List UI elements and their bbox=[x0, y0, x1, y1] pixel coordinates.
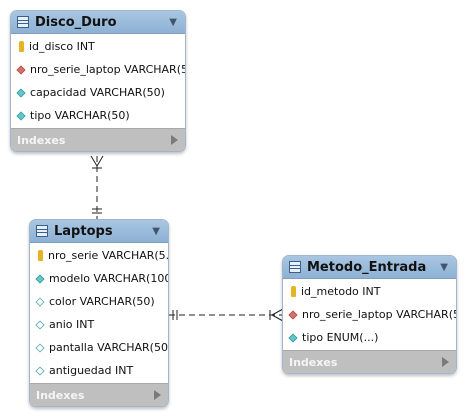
column-row[interactable]: tipo VARCHAR(50) bbox=[11, 104, 185, 127]
chevron-down-icon[interactable]: ▼ bbox=[152, 225, 160, 237]
triangle-right-icon[interactable] bbox=[154, 390, 161, 400]
table-title: Metodo_Entrada bbox=[307, 259, 427, 275]
column-list: nro_serie VARCHAR(5... modelo VARCHAR(10… bbox=[30, 243, 168, 383]
table-header[interactable]: Laptops ▼ bbox=[30, 220, 168, 243]
table-title: Laptops bbox=[54, 223, 113, 239]
column-label: tipo ENUM(...) bbox=[302, 331, 379, 344]
chevron-down-icon[interactable]: ▼ bbox=[169, 16, 177, 28]
key-icon bbox=[38, 250, 43, 261]
column-label: color VARCHAR(50) bbox=[49, 295, 155, 308]
column-label: id_disco INT bbox=[29, 40, 95, 53]
cyan-diamond-icon bbox=[288, 332, 298, 343]
red-diamond-icon bbox=[16, 64, 26, 75]
indexes-section[interactable]: Indexes bbox=[283, 350, 456, 373]
column-label: antiguedad INT bbox=[49, 364, 134, 377]
rel-disco-crowfoot-left bbox=[90, 155, 98, 167]
column-row[interactable]: nro_serie_laptop VARCHAR(5... bbox=[11, 58, 185, 81]
triangle-right-icon[interactable] bbox=[442, 357, 449, 367]
triangle-right-icon[interactable] bbox=[171, 135, 178, 145]
column-label: pantalla VARCHAR(50) bbox=[49, 341, 168, 354]
column-row[interactable]: nro_serie VARCHAR(5... bbox=[30, 244, 168, 267]
column-row[interactable]: pantalla VARCHAR(50) bbox=[30, 336, 168, 359]
table-title: Disco_Duro bbox=[35, 14, 117, 30]
chevron-down-icon[interactable]: ▼ bbox=[440, 261, 448, 273]
table-header[interactable]: Metodo_Entrada ▼ bbox=[283, 256, 456, 279]
rel-disco-crowfoot-right bbox=[96, 155, 104, 167]
column-label: nro_serie_laptop VARCHAR(5... bbox=[30, 63, 185, 76]
column-label: capacidad VARCHAR(50) bbox=[30, 86, 165, 99]
hollow-diamond-icon bbox=[35, 365, 45, 376]
red-diamond-icon bbox=[288, 309, 298, 320]
column-label: anio INT bbox=[49, 318, 95, 331]
column-row[interactable]: color VARCHAR(50) bbox=[30, 290, 168, 313]
column-row[interactable]: id_disco INT bbox=[11, 35, 185, 58]
indexes-section[interactable]: Indexes bbox=[11, 128, 185, 151]
table-disco-duro[interactable]: Disco_Duro ▼ id_disco INT nro_serie_lapt… bbox=[10, 10, 186, 152]
column-label: id_metodo INT bbox=[301, 285, 381, 298]
column-label: modelo VARCHAR(100) bbox=[49, 272, 168, 285]
cyan-diamond-icon bbox=[16, 110, 26, 121]
column-list: id_metodo INT nro_serie_laptop VARCHAR(5… bbox=[283, 279, 456, 350]
table-laptops[interactable]: Laptops ▼ nro_serie VARCHAR(5... modelo … bbox=[29, 219, 169, 407]
column-row[interactable]: modelo VARCHAR(100) bbox=[30, 267, 168, 290]
table-header[interactable]: Disco_Duro ▼ bbox=[11, 11, 185, 34]
key-icon bbox=[19, 41, 24, 52]
column-list: id_disco INT nro_serie_laptop VARCHAR(5.… bbox=[11, 34, 185, 128]
rel-metodo-crowfoot-top bbox=[271, 308, 284, 316]
column-label: nro_serie_laptop VARCHAR(5... bbox=[302, 308, 456, 321]
column-label: tipo VARCHAR(50) bbox=[30, 109, 130, 122]
hollow-diamond-icon bbox=[35, 342, 45, 353]
hollow-diamond-icon bbox=[35, 296, 45, 307]
cyan-diamond-icon bbox=[35, 273, 45, 284]
column-row[interactable]: capacidad VARCHAR(50) bbox=[11, 81, 185, 104]
column-label: nro_serie VARCHAR(5... bbox=[48, 249, 168, 262]
table-icon bbox=[17, 16, 29, 28]
hollow-diamond-icon bbox=[35, 319, 45, 330]
rel-metodo-crowfoot-bottom bbox=[271, 314, 284, 322]
column-row[interactable]: id_metodo INT bbox=[283, 280, 456, 303]
table-metodo-entrada[interactable]: Metodo_Entrada ▼ id_metodo INT nro_serie… bbox=[282, 255, 457, 374]
column-row[interactable]: tipo ENUM(...) bbox=[283, 326, 456, 349]
table-icon bbox=[289, 261, 301, 273]
indexes-section[interactable]: Indexes bbox=[30, 383, 168, 406]
indexes-label: Indexes bbox=[289, 355, 338, 369]
column-row[interactable]: antiguedad INT bbox=[30, 359, 168, 382]
indexes-label: Indexes bbox=[36, 388, 85, 402]
cyan-diamond-icon bbox=[16, 87, 26, 98]
indexes-label: Indexes bbox=[17, 133, 66, 147]
column-row[interactable]: nro_serie_laptop VARCHAR(5... bbox=[283, 303, 456, 326]
table-icon bbox=[36, 225, 48, 237]
key-icon bbox=[291, 286, 296, 297]
column-row[interactable]: anio INT bbox=[30, 313, 168, 336]
